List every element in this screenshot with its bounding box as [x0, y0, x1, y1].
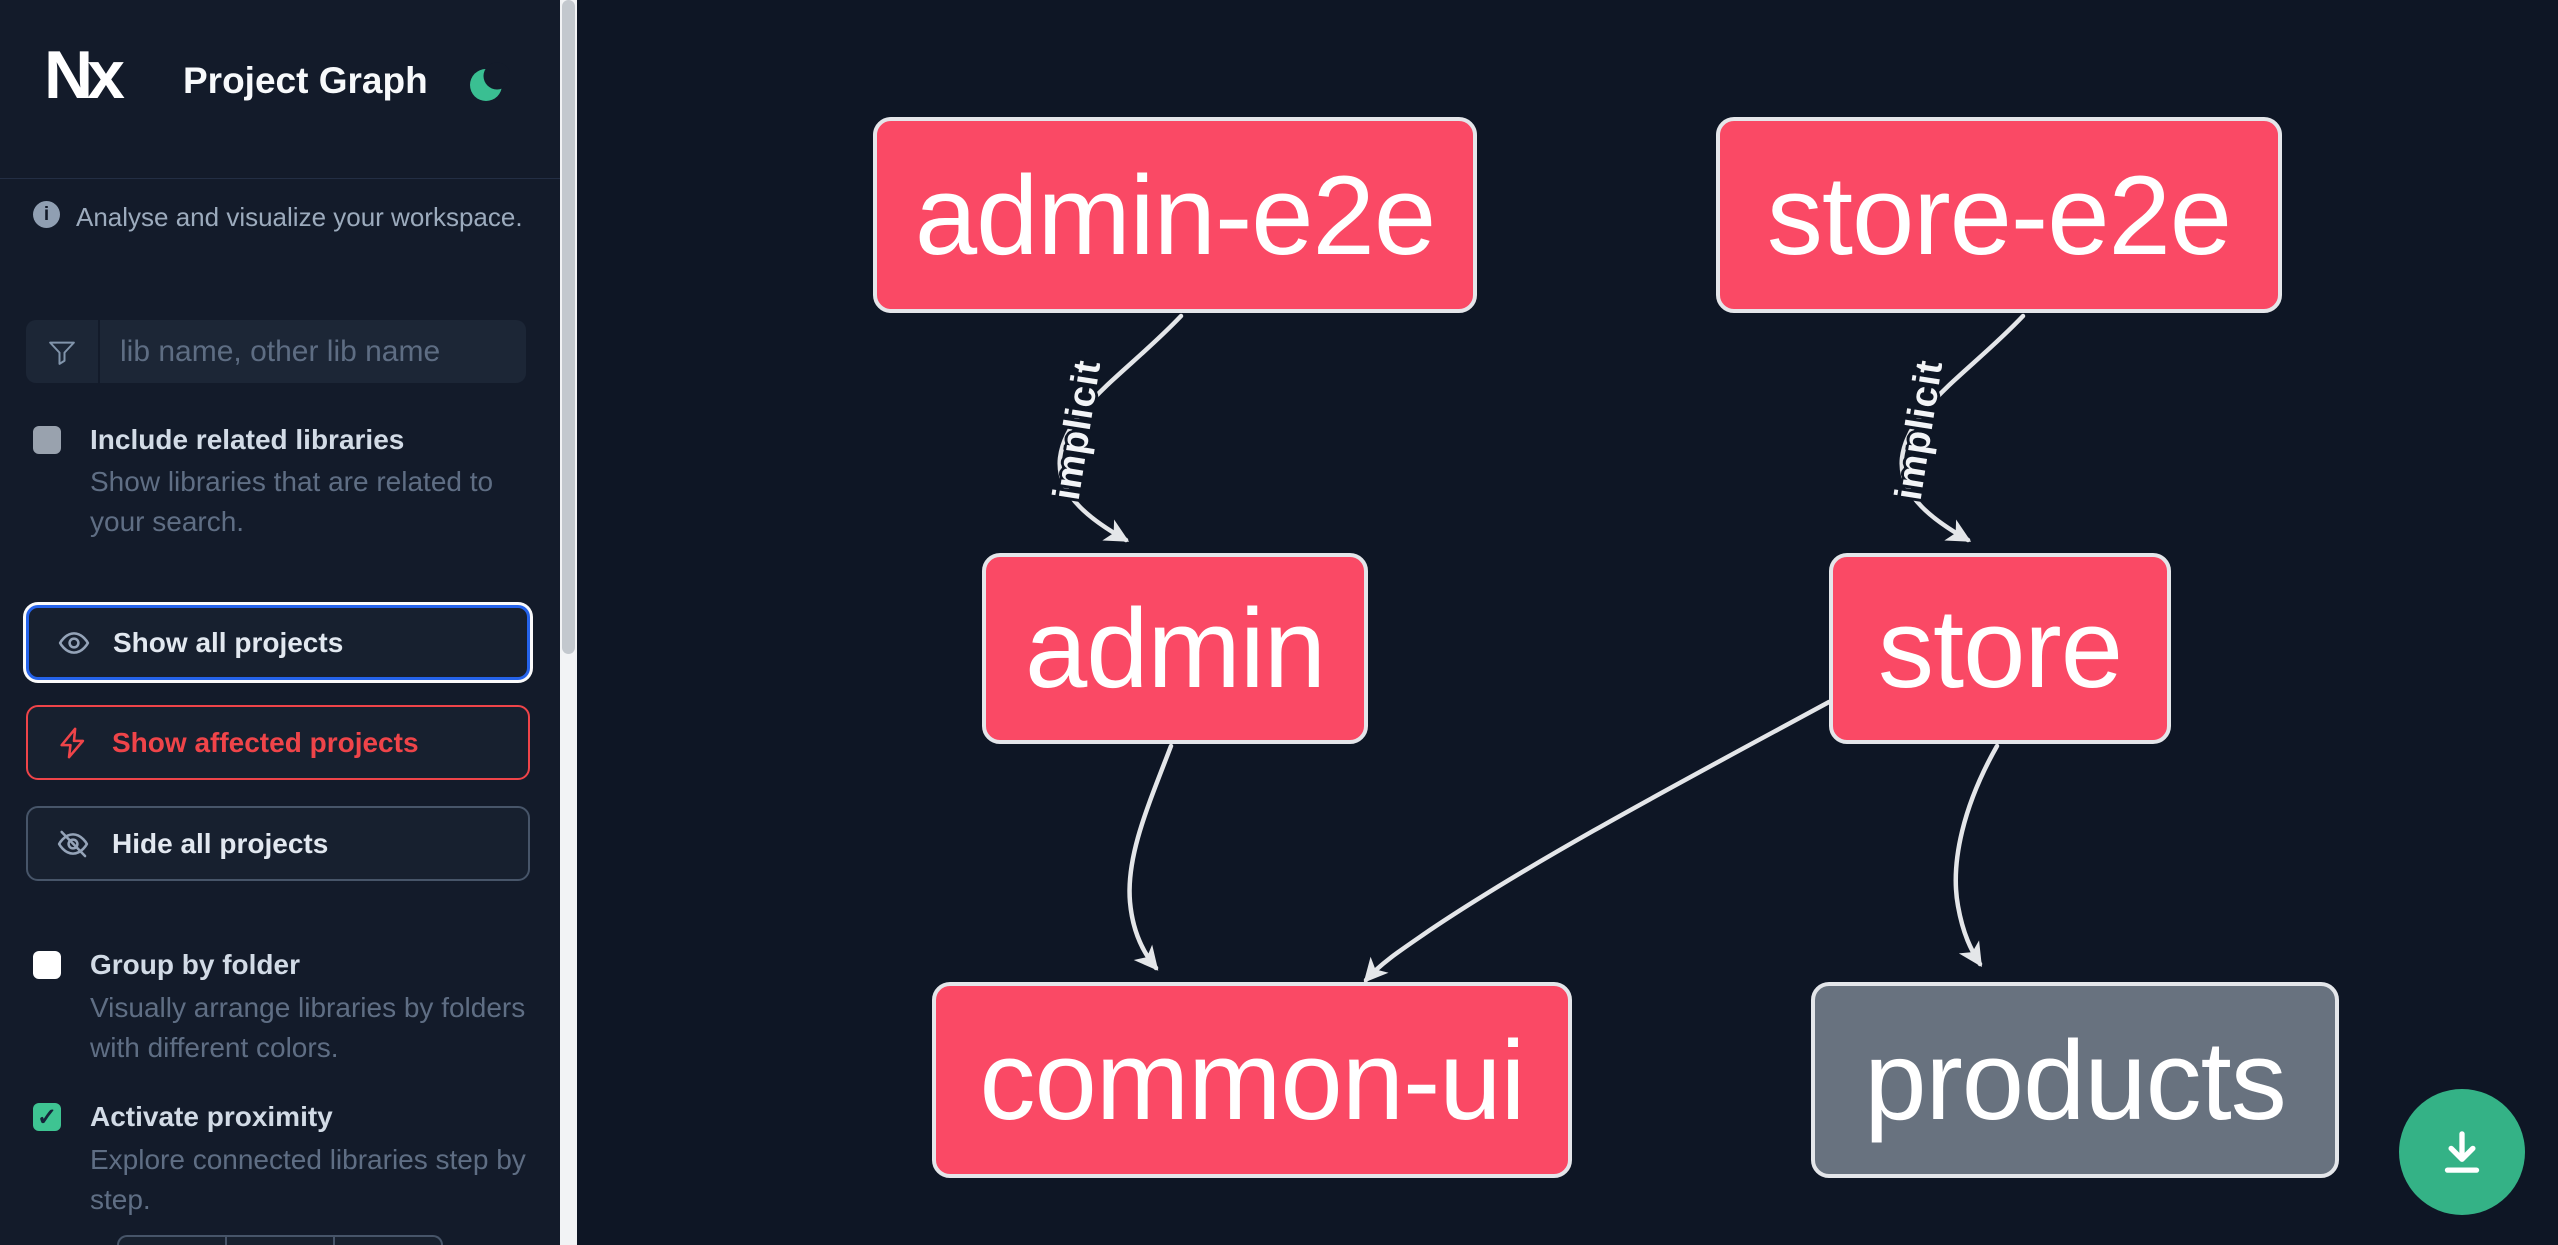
include-related-libraries-checkbox[interactable]	[33, 426, 61, 454]
page-title: Project Graph	[183, 60, 428, 101]
edge-admin-e2e-admin	[1057, 313, 1184, 543]
filter-icon	[26, 320, 100, 383]
button-label: Show all projects	[113, 626, 344, 658]
checkmark-icon: ✓	[36, 1103, 58, 1131]
button-label: Show affected projects	[112, 726, 419, 758]
activate-proximity-description: Explore connected libraries step by step…	[90, 1144, 526, 1215]
node-label: admin	[1024, 586, 1326, 711]
sidebar-scrollbar-thumb[interactable]	[562, 0, 575, 654]
activate-proximity-checkbox[interactable]: ✓	[33, 1103, 61, 1131]
segment-1[interactable]	[119, 1237, 225, 1245]
group-by-folder-label: Group by folder	[90, 949, 300, 980]
hide-all-projects-button[interactable]: Hide all projects	[26, 806, 530, 881]
workspace-info-text: Analyse and visualize your workspace.	[76, 202, 523, 232]
button-label: Hide all projects	[112, 827, 329, 859]
show-all-projects-button[interactable]: Show all projects	[26, 605, 530, 680]
graph-node-admin-e2e[interactable]: admin-e2e	[873, 117, 1477, 313]
segment-3[interactable]	[333, 1237, 441, 1245]
eye-off-icon	[56, 827, 90, 861]
group-by-folder-checkbox[interactable]	[33, 951, 61, 979]
show-affected-projects-button[interactable]: Show affected projects	[26, 705, 530, 780]
graph-node-store[interactable]: store	[1829, 553, 2171, 744]
node-label: common-ui	[979, 1017, 1526, 1143]
edge-admin-common-ui	[1127, 743, 1174, 971]
moon-icon	[466, 62, 510, 106]
edge-store-common-ui	[1363, 699, 1832, 983]
download-graph-button[interactable]	[2399, 1089, 2525, 1215]
proximity-depth-segmented-control[interactable]	[117, 1235, 443, 1245]
nx-logo[interactable]: Nx	[44, 37, 125, 113]
graph-node-admin[interactable]: admin	[982, 553, 1368, 744]
eye-icon	[57, 626, 91, 660]
include-related-libraries-label: Include related libraries	[90, 424, 405, 455]
dark-mode-toggle-button[interactable]	[466, 62, 510, 106]
node-label: store	[1878, 586, 2123, 711]
graph-node-common-ui[interactable]: common-ui	[932, 982, 1572, 1178]
library-search-input[interactable]	[100, 320, 526, 383]
search-box	[26, 320, 526, 383]
node-label: store-e2e	[1766, 152, 2232, 278]
activate-proximity-label: Activate proximity	[90, 1101, 333, 1132]
bolt-icon	[56, 726, 90, 760]
sidebar-scrollbar[interactable]	[560, 0, 577, 1245]
node-label: products	[1864, 1017, 2287, 1143]
info-icon: i	[33, 201, 60, 228]
edge-store-products	[1953, 743, 2000, 968]
graph-node-products[interactable]: products	[1811, 982, 2339, 1178]
node-label: admin-e2e	[914, 152, 1436, 278]
group-by-folder-description: Visually arrange libraries by folders wi…	[90, 992, 526, 1063]
download-icon	[2433, 1123, 2491, 1181]
include-related-libraries-description: Show libraries that are related to your …	[90, 466, 494, 537]
segment-2[interactable]	[225, 1237, 333, 1245]
graph-node-store-e2e[interactable]: store-e2e	[1716, 117, 2282, 313]
header-divider	[0, 178, 560, 179]
edge-store-e2e-store	[1899, 313, 2026, 543]
sidebar: Nx Project Graph i Analyse and visualize…	[0, 0, 560, 1245]
